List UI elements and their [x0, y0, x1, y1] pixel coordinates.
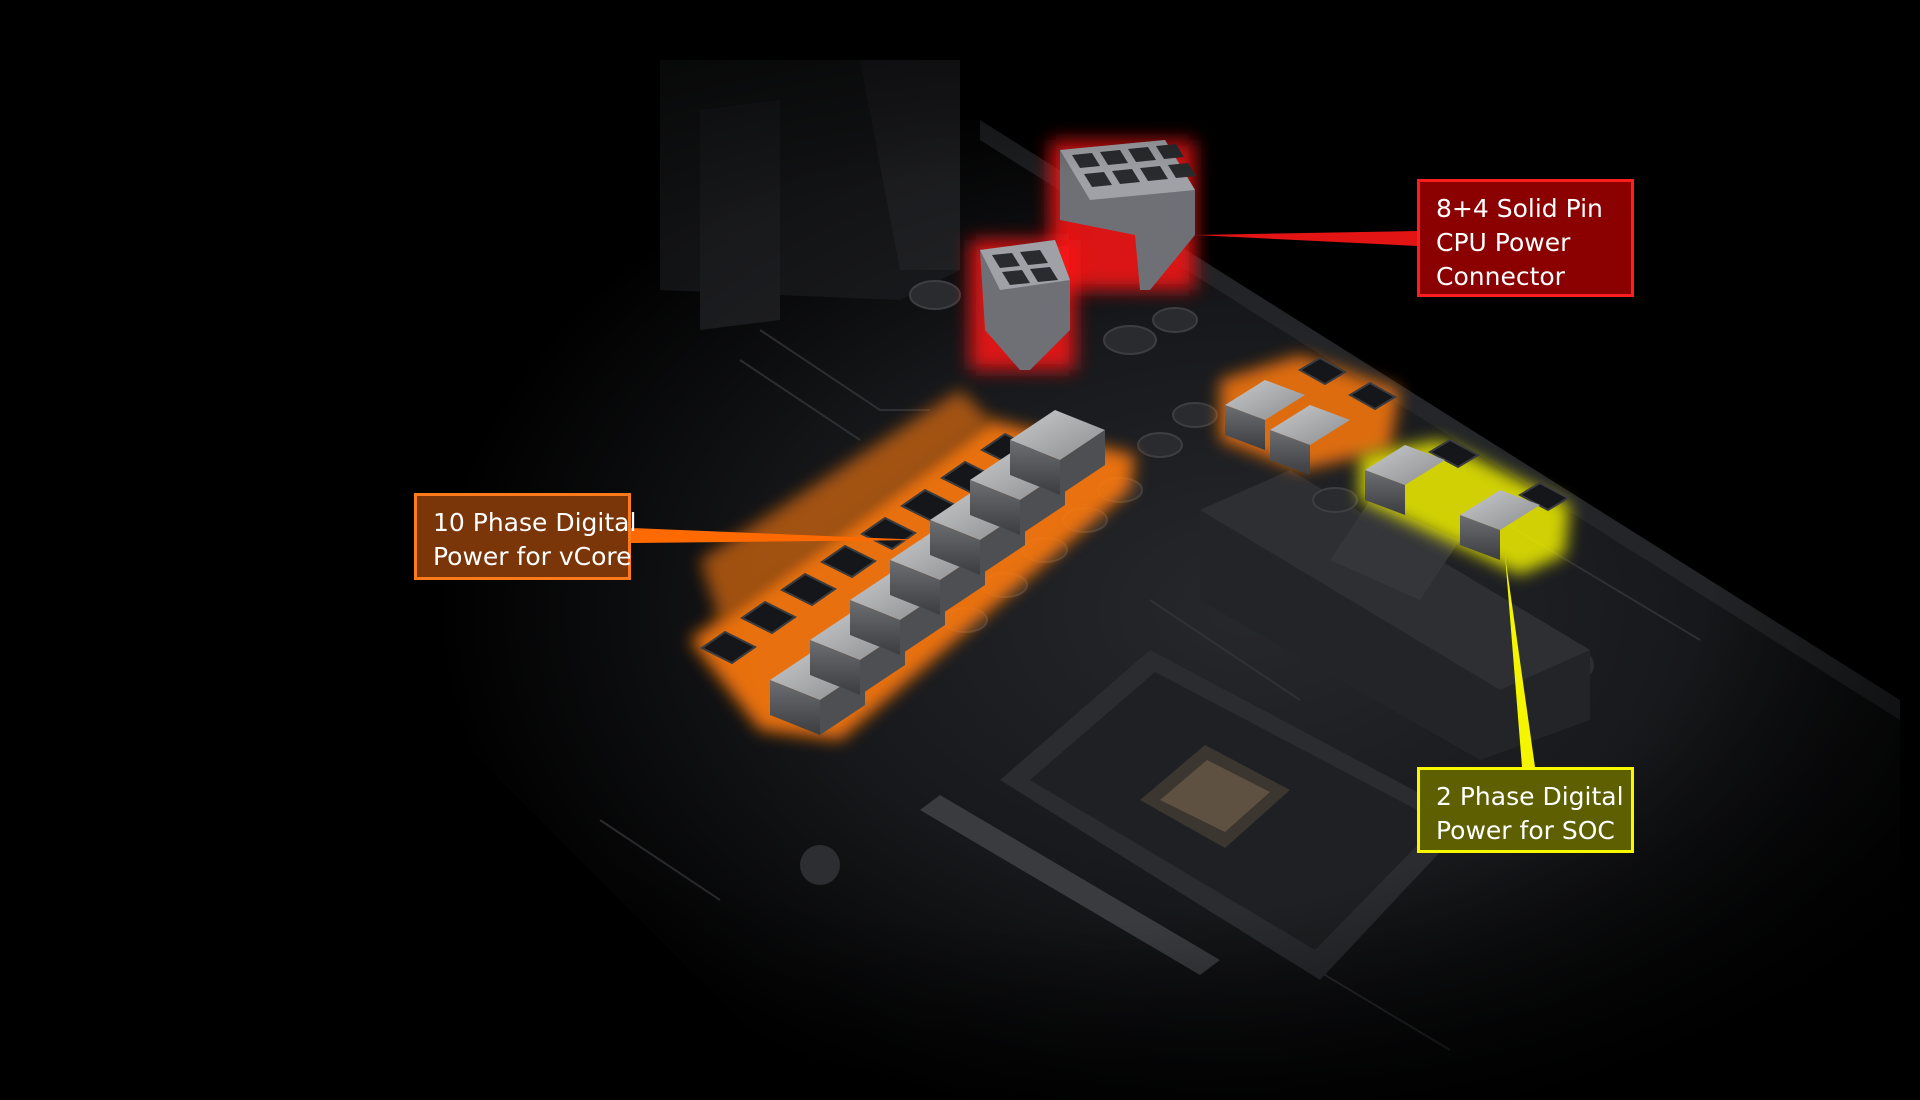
soc-callout: 2 Phase Digital Power for SOC [1417, 767, 1634, 853]
callout-line: Connector [1436, 262, 1565, 291]
callout-line: 10 Phase Digital [433, 508, 637, 537]
callout-line: 2 Phase Digital [1436, 782, 1624, 811]
callout-line: CPU Power [1436, 228, 1571, 257]
soc-leader [1505, 555, 1535, 767]
callout-line: Power for SOC [1436, 816, 1615, 845]
cpu-power-leader [1195, 231, 1417, 246]
callout-line: Power for vCore [433, 542, 632, 571]
leader-lines [631, 231, 1535, 767]
vcore-leader [631, 528, 925, 543]
vcore-callout: 10 Phase Digital Power for vCore [414, 493, 637, 580]
callout-line: 8+4 Solid Pin [1436, 194, 1603, 223]
cpu-power-callout: 8+4 Solid Pin CPU Power Connector [1417, 179, 1634, 297]
